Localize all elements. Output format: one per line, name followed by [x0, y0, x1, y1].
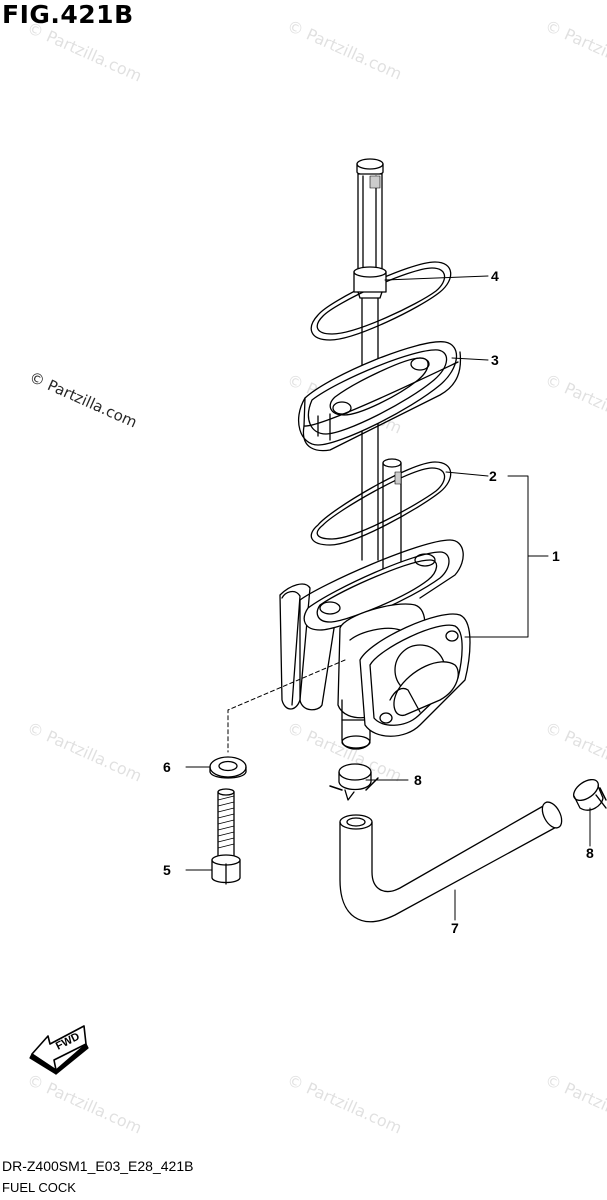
callout-6: 6 [163, 759, 171, 775]
callout-2: 2 [489, 468, 497, 484]
callout-5: 5 [163, 862, 171, 878]
clamp-left [329, 763, 379, 801]
callout-8-left: 8 [414, 772, 422, 788]
callout-3: 3 [491, 352, 499, 368]
o-ring-lower [310, 461, 452, 546]
hose [339, 801, 563, 923]
bolt [211, 788, 241, 885]
diagram-code: DR-Z400SM1_E03_E28_421B [2, 1158, 194, 1174]
callouts: 4 3 2 1 6 5 8 8 7 [163, 268, 594, 936]
callout-4: 4 [491, 268, 499, 284]
leader-lines [185, 275, 591, 921]
figure-title: FIG.421B [2, 0, 134, 29]
fuel-cock-body [279, 539, 471, 750]
callout-1: 1 [552, 548, 560, 564]
clamp-right [572, 778, 607, 811]
washer [209, 756, 247, 779]
callout-8-right: 8 [586, 845, 594, 861]
fwd-arrow-icon: FWD [29, 1025, 89, 1075]
gasket-plate [297, 341, 462, 452]
diagram-name: FUEL COCK [2, 1180, 76, 1195]
callout-7: 7 [451, 920, 459, 936]
